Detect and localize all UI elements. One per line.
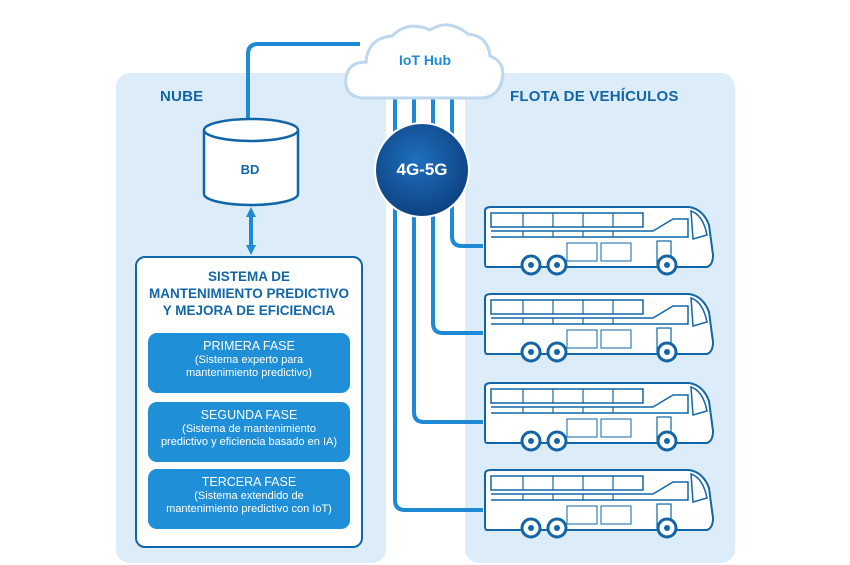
fleet-panel-title: FLOTA DE VEHÍCULOS — [510, 88, 679, 105]
uplink-bus-3 — [409, 85, 483, 424]
phase-2-box: SEGUNDA FASE (Sistema de mantenimiento p… — [148, 402, 350, 462]
phase-3-name: TERCERA FASE — [201, 475, 297, 489]
bus-icon-1 — [483, 205, 715, 276]
uplink-bus-2 — [428, 85, 483, 335]
network-node-icon — [374, 122, 470, 218]
phase-1-box: PRIMERA FASE (Sistema experto para mante… — [148, 333, 350, 393]
system-title-line: Y MEJORA DE EFICIENCIA — [162, 303, 336, 318]
database-label: BD — [240, 162, 260, 177]
phase-2-desc-line: predictivo y eficiencia basado en IA) — [160, 436, 338, 448]
phase-2-desc-line: (Sistema de mantenimiento — [182, 423, 316, 435]
hub-to-db-connector — [243, 42, 360, 131]
phase-2-name: SEGUNDA FASE — [200, 408, 298, 422]
system-title-line: MANTENIMIENTO PREDICTIVO — [148, 286, 349, 301]
bus-icon-3 — [483, 381, 715, 452]
cloud-panel-title: NUBE — [160, 88, 204, 105]
database-icon — [202, 117, 300, 207]
network-label: 4G-5G — [396, 160, 448, 179]
phase-3-desc-line: mantenimiento predictivo con IoT) — [166, 503, 332, 515]
system-title: SISTEMA DE MANTENIMIENTO PREDICTIVO Y ME… — [137, 268, 361, 319]
phase-3-box: TERCERA FASE (Sistema extendido de mante… — [148, 469, 350, 529]
bus-icon-4 — [483, 468, 715, 539]
system-title-line: SISTEMA DE — [207, 269, 290, 284]
bus-icon-2 — [483, 292, 715, 363]
phase-1-desc-line: mantenimiento predictivo) — [186, 367, 312, 379]
phase-1-name: PRIMERA FASE — [203, 339, 295, 353]
uplink-bus-1 — [447, 85, 483, 248]
iot-hub-label: IoT Hub — [398, 52, 452, 68]
phase-1-desc-line: (Sistema experto para — [194, 354, 304, 366]
phase-3-desc-line: (Sistema extendido de — [194, 490, 304, 502]
uplink-bus-4 — [390, 85, 483, 512]
cloud-icon — [344, 23, 505, 100]
